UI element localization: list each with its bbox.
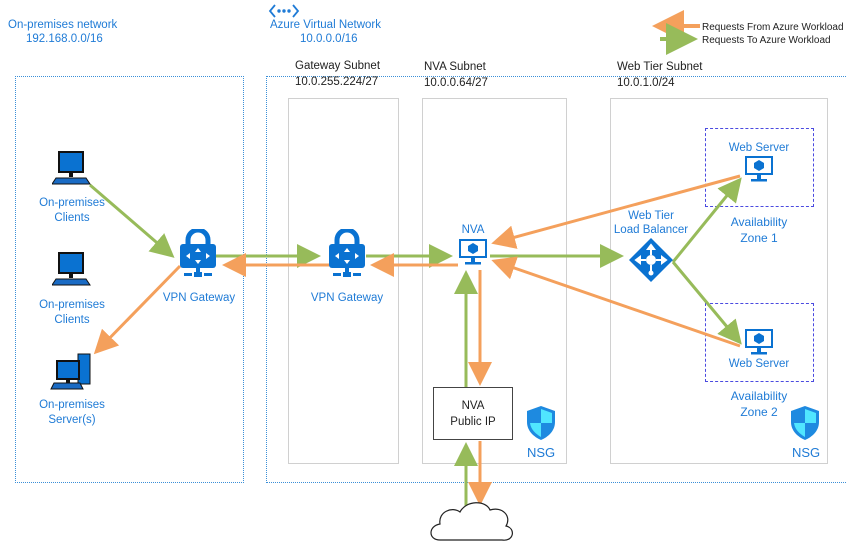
virtual-machine-icon <box>745 156 773 182</box>
availability-zone-2-box <box>705 303 814 382</box>
gateway-subnet-box <box>288 98 399 464</box>
nva-public-ip-box: NVA Public IP <box>433 387 513 440</box>
web-subnet-name: Web Tier Subnet <box>617 61 703 73</box>
desktop-computer-icon <box>52 252 91 286</box>
nva-subnet-name: NVA Subnet <box>424 61 486 73</box>
arrow-web1-to-nva <box>491 174 741 249</box>
web-subnet-box <box>610 98 828 464</box>
arrow-lb-to-web2 <box>671 261 742 345</box>
arrow-vpn-to-servers <box>93 264 182 355</box>
azure-vnet-boundary <box>266 76 846 483</box>
arrow-clients-to-vpn <box>89 183 175 258</box>
virtual-network-icon <box>268 4 300 18</box>
load-balancer-label-line2: Load Balancer <box>613 224 689 236</box>
web-nsg-label: NSG <box>792 445 821 460</box>
legend-to-azure-label: Requests To Azure Workload <box>702 35 831 46</box>
zone-2-label-line2: Zone 2 <box>740 405 778 419</box>
server-computer-icon <box>50 353 91 390</box>
zone-2-label-line1: Availability <box>730 389 788 403</box>
onprem-clients-1-line2: Clients <box>54 212 90 224</box>
availability-zone-1-box <box>705 128 814 207</box>
nsg-shield-icon <box>527 406 555 440</box>
onprem-network-cidr: 192.168.0.0/16 <box>26 33 103 45</box>
virtual-machine-icon <box>745 329 773 355</box>
web-server-2-label: Web Server <box>728 358 790 370</box>
onprem-clients-1-line1: On-premises <box>39 197 105 209</box>
load-balancer-label-line1: Web Tier <box>628 210 674 222</box>
web-subnet-cidr: 10.0.1.0/24 <box>617 77 675 89</box>
vpn-gateway-icon <box>329 229 365 277</box>
nva-nsg-label: NSG <box>527 445 556 460</box>
nsg-shield-icon <box>791 406 819 440</box>
virtual-machine-icon <box>459 239 487 265</box>
nva-subnet-box <box>422 98 567 464</box>
onprem-servers-line2: Server(s) <box>48 414 96 426</box>
desktop-computer-icon <box>52 151 91 185</box>
onprem-clients-2-line2: Clients <box>54 314 90 326</box>
load-balancer-icon <box>629 238 673 282</box>
nva-label: NVA <box>461 224 485 236</box>
legend-from-azure-label: Requests From Azure Workload <box>702 22 844 33</box>
arrow-lb-to-web1 <box>671 177 742 263</box>
onprem-servers-line1: On-premises <box>39 399 105 411</box>
onprem-network-boundary <box>15 76 244 483</box>
vnet-cidr: 10.0.0.0/16 <box>300 33 358 45</box>
nva-public-ip-line2: Public IP <box>450 415 496 428</box>
vnet-title: Azure Virtual Network <box>270 19 381 31</box>
zone-1-label-line2: Zone 1 <box>740 231 778 245</box>
onprem-network-title: On-premises network <box>8 19 118 31</box>
onprem-clients-2-line1: On-premises <box>39 299 105 311</box>
internet-cloud-icon <box>430 502 513 541</box>
nva-public-ip-line1: NVA <box>461 399 485 412</box>
onprem-vpn-gateway-label: VPN Gateway <box>162 292 236 304</box>
azure-vpn-gateway-label: VPN Gateway <box>310 292 384 304</box>
arrow-web2-to-nva <box>491 256 741 348</box>
zone-1-label-line1: Availability <box>730 215 788 229</box>
vpn-gateway-icon <box>180 229 216 277</box>
gateway-subnet-name: Gateway Subnet <box>295 60 381 72</box>
nva-subnet-cidr: 10.0.0.64/27 <box>424 77 488 89</box>
gateway-subnet-cidr: 10.0.255.224/27 <box>295 76 379 88</box>
web-server-1-label: Web Server <box>728 142 790 154</box>
